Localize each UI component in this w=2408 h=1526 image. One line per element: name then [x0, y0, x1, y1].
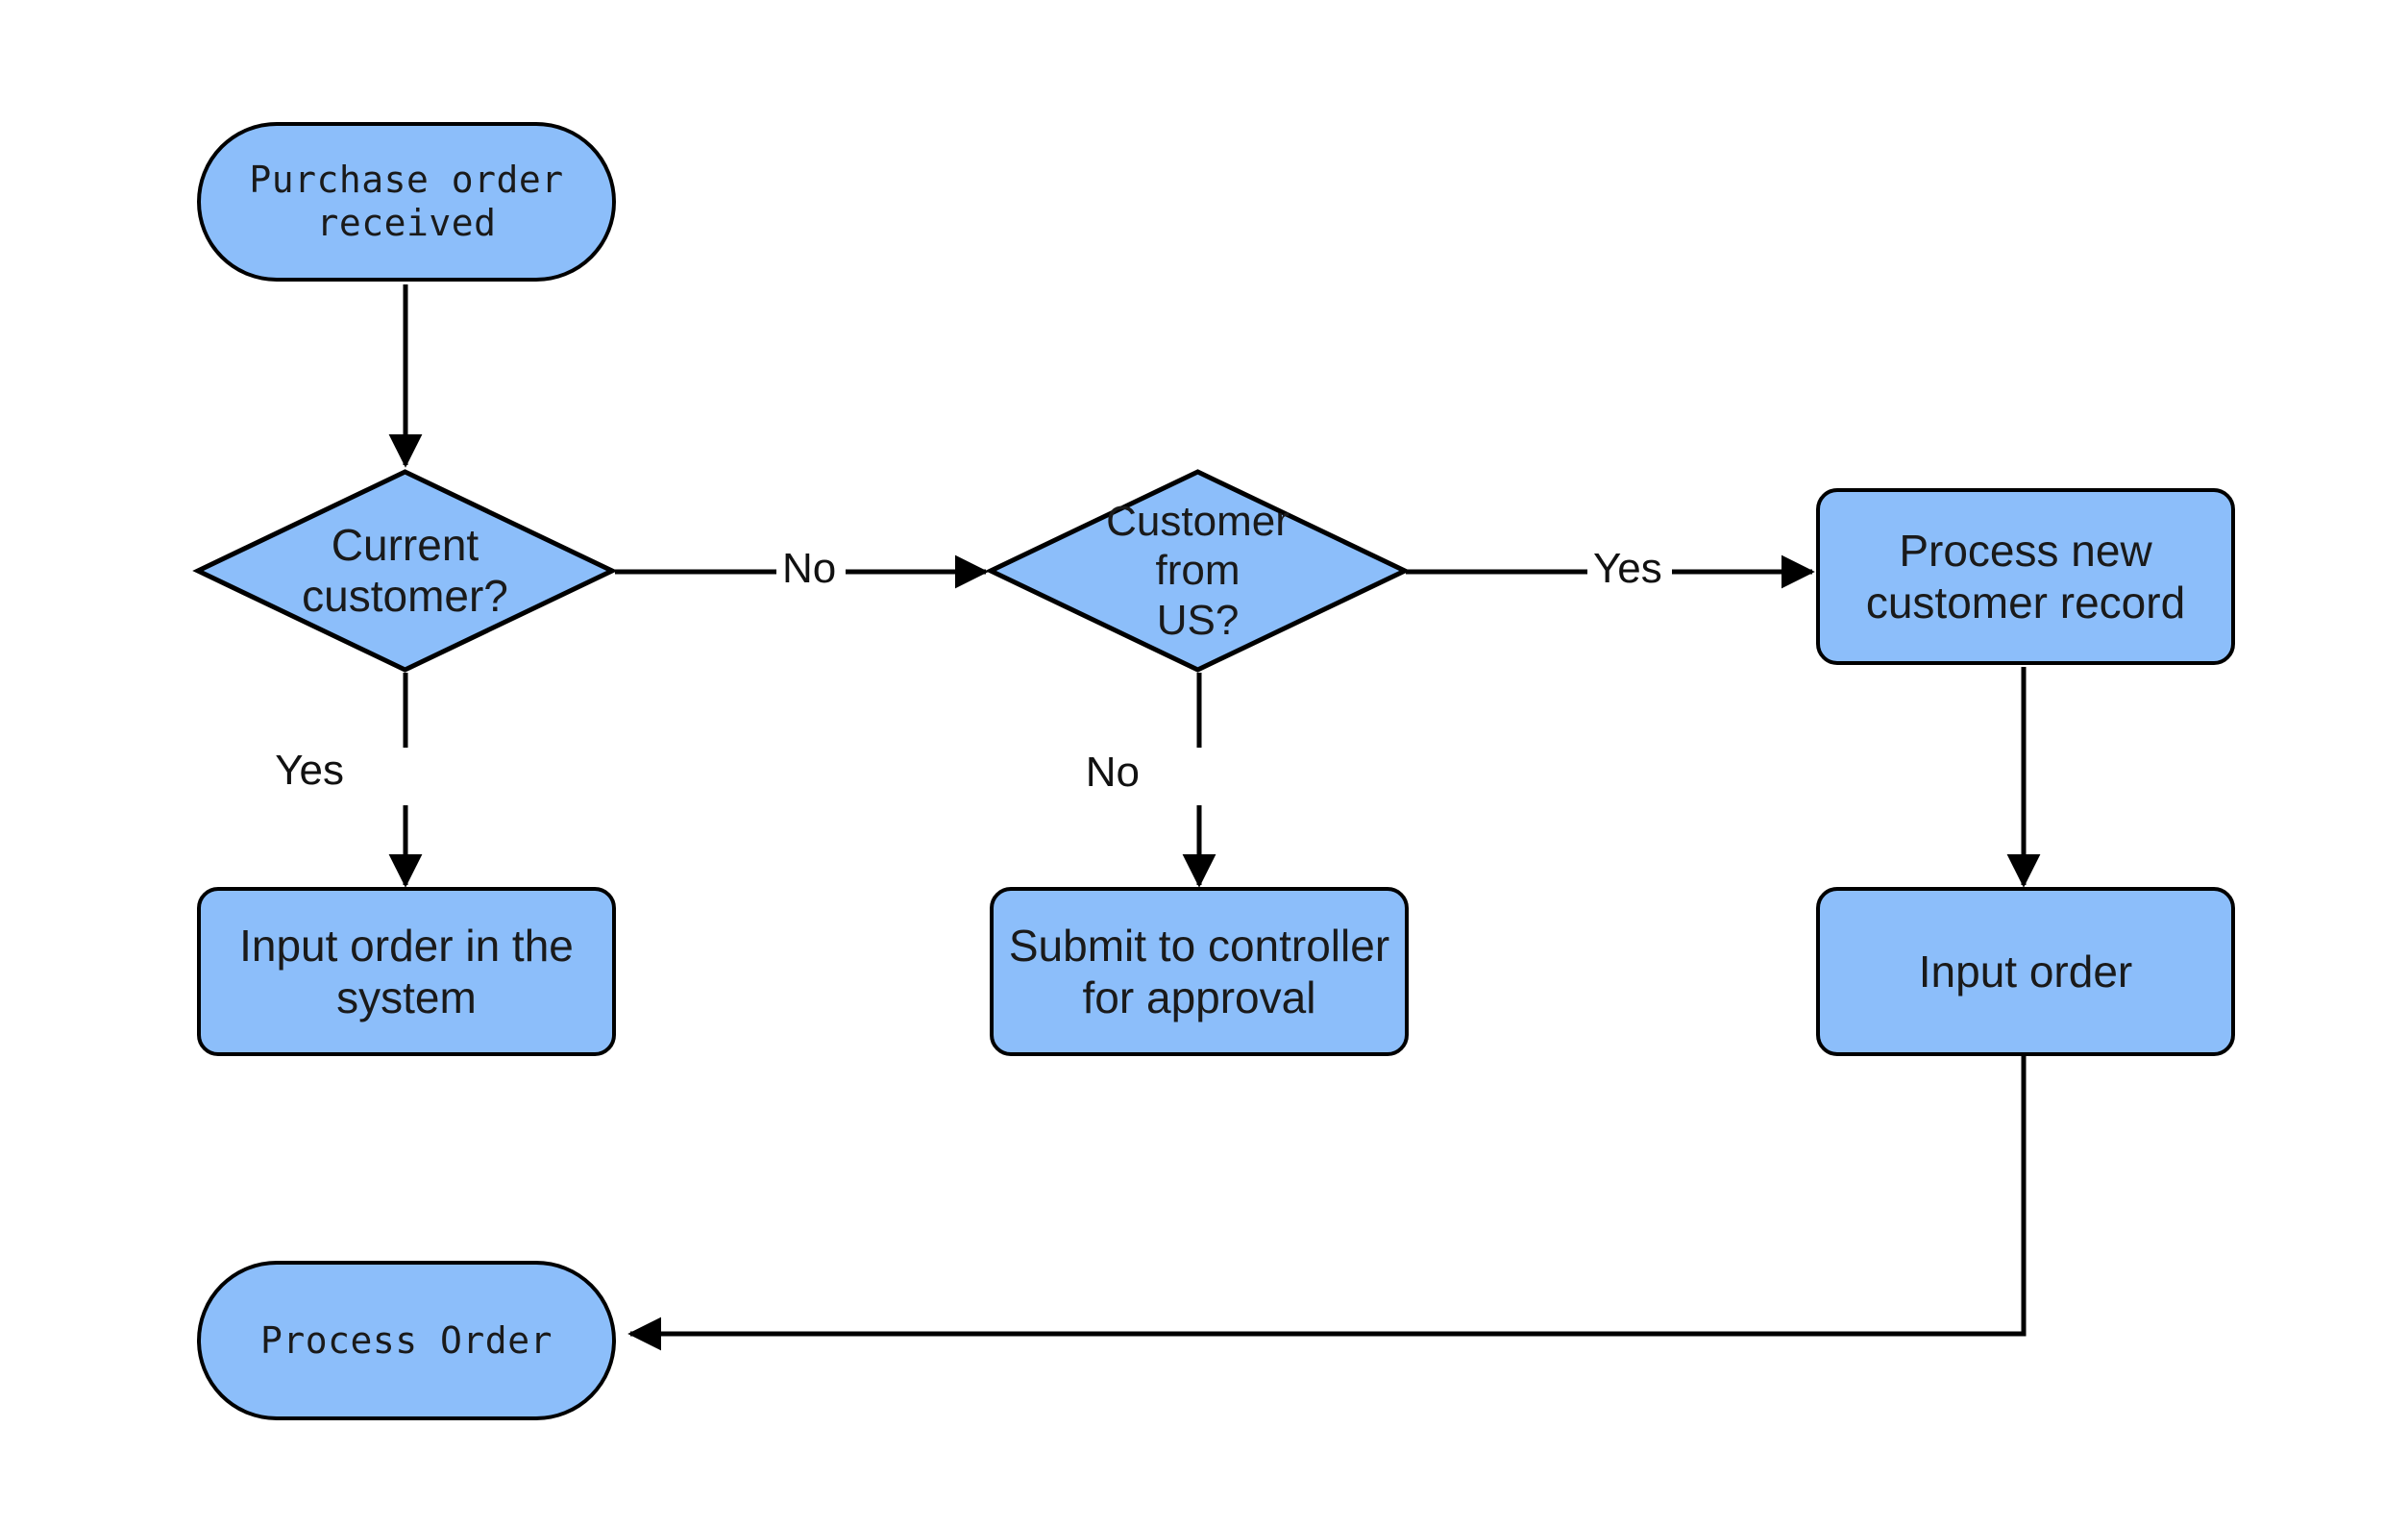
edge-label-current-customer-no: No: [776, 548, 843, 590]
node-input-order[interactable]: Input order: [1816, 887, 2235, 1056]
node-start-purchase-order-received[interactable]: Purchase order received: [197, 122, 616, 282]
edge-label-customer-from-us-no: No: [1079, 751, 1153, 794]
diamond-shape-current-customer: [192, 469, 618, 673]
node-input-order-in-the-system[interactable]: Input order in the system: [197, 887, 616, 1056]
node-decision-current-customer[interactable]: Current customer?: [192, 469, 618, 673]
node-process-new-customer-record[interactable]: Process new customer record: [1816, 488, 2235, 665]
edge-label-current-customer-yes: Yes: [269, 750, 357, 792]
diamond-shape-customer-from-us: [985, 469, 1411, 673]
edge-input-order-to-process-order: [627, 1056, 2027, 1351]
node-process-order[interactable]: Process Order: [197, 1261, 616, 1420]
node-decision-customer-from-us[interactable]: Customer from US?: [985, 469, 1411, 673]
node-submit-to-controller-for-approval[interactable]: Submit to controller for approval: [990, 887, 1409, 1056]
edge-label-customer-from-us-yes: Yes: [1587, 548, 1668, 590]
